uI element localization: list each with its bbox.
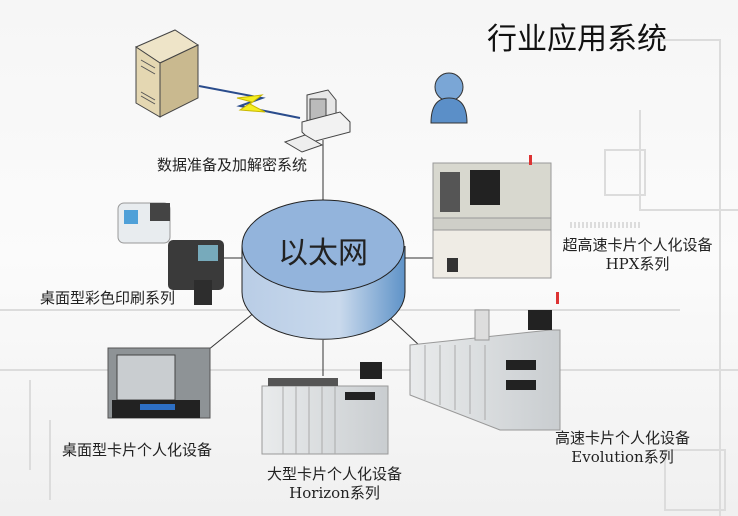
server-icon — [134, 29, 200, 118]
hpx-machine-image — [432, 155, 552, 279]
workstation-icon — [283, 89, 351, 153]
hpx-label: 超高速卡片个人化设备 HPX系列 — [555, 236, 720, 274]
link-desktop-card — [207, 311, 256, 351]
horizon-series: Horizon系列 — [289, 484, 380, 502]
page-title: 行业应用系统 — [487, 22, 667, 57]
link-evolution — [389, 317, 421, 347]
horizon-label: 大型卡片个人化设备 Horizon系列 — [262, 465, 407, 503]
ethernet-hub-cylinder — [241, 199, 406, 340]
lightning-link-icon — [198, 85, 301, 119]
horizon-title: 大型卡片个人化设备 — [266, 465, 402, 483]
ethernet-hub-label: 以太网 — [278, 236, 368, 271]
color-printer-label: 桌面型彩色印刷系列 — [40, 289, 176, 307]
network-links — [207, 140, 433, 376]
color-printer-image — [117, 202, 224, 305]
user-icon — [430, 72, 468, 124]
horizon-machine-image — [261, 362, 389, 455]
desktop-card-machine-image — [107, 347, 211, 419]
hpx-series: HPX系列 — [605, 255, 670, 273]
desktop-card-label: 桌面型卡片个人化设备 — [62, 441, 213, 459]
evolution-series: Evolution系列 — [571, 448, 674, 466]
hpx-title: 超高速卡片个人化设备 — [562, 236, 713, 254]
evolution-title: 高速卡片个人化设备 — [554, 429, 690, 447]
data-prep-label: 数据准备及加解密系统 — [157, 156, 308, 174]
evolution-machine-image — [409, 292, 561, 431]
evolution-label: 高速卡片个人化设备 Evolution系列 — [550, 429, 695, 467]
